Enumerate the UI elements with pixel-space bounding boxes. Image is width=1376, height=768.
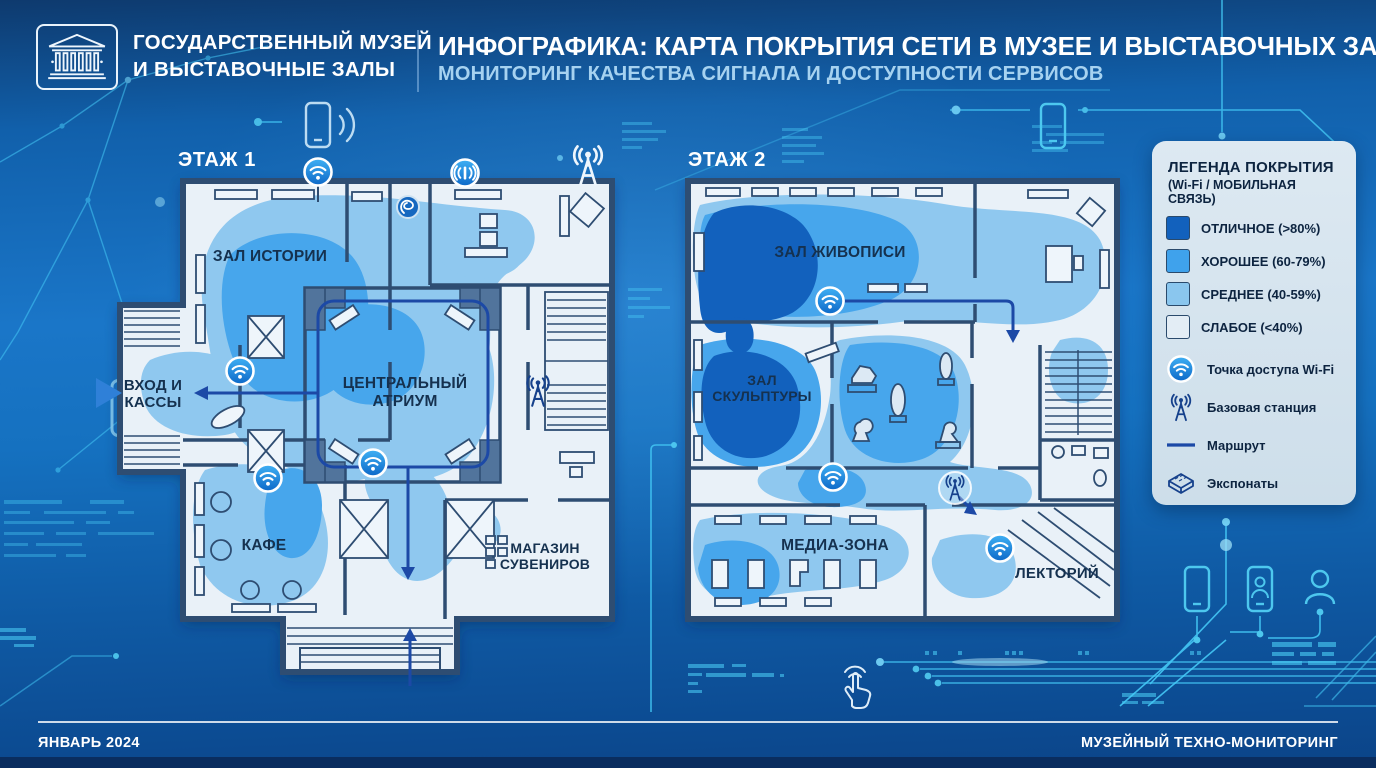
floor-2-walls [685, 178, 1120, 622]
room-label-cafe: КАФЕ [241, 537, 287, 554]
color-chip-excellent [1166, 216, 1190, 240]
page-title: ИНФОГРАФИКА: КАРТА ПОКРЫТИЯ СЕТИ В МУЗЕЕ… [438, 31, 1376, 61]
header-divider [417, 30, 419, 92]
legend-level-weak: СЛАБОЕ (<40%) [1166, 315, 1342, 339]
legend-level-label: СЛАБОЕ (<40%) [1201, 319, 1303, 335]
page-subtitle: МОНИТОРИНГ КАЧЕСТВА СИГНАЛА И ДОСТУПНОСТ… [438, 63, 1104, 85]
wifi-access-point-icon [815, 286, 845, 316]
footer-divider [38, 721, 1338, 723]
furniture-exhibits [693, 187, 1115, 607]
staircase [544, 291, 609, 431]
floor-1-plan [96, 145, 615, 686]
legend-level-excellent: ОТЛИЧНОЕ (>80%) [1166, 216, 1342, 240]
floor-1-coverage [140, 195, 535, 606]
org-name-line1: ГОСУДАРСТВЕННЫЙ МУЗЕЙ [133, 31, 432, 54]
smartphone-user-icon [1246, 565, 1274, 613]
wifi-access-point-icon [818, 462, 848, 492]
room-label-gift-shop: МАГАЗИН СУВЕНИРОВ [499, 540, 591, 573]
legend-title: ЛЕГЕНДА ПОКРЫТИЯ [1168, 159, 1334, 176]
base-station-icon [938, 471, 972, 505]
legend-level-good: ХОРОШЕЕ (60-79%) [1166, 249, 1342, 273]
coverage-legend: ЛЕГЕНДА ПОКРЫТИЯ (Wi-Fi / МОБИЛЬНАЯ СВЯЗ… [1152, 141, 1356, 505]
wifi-access-point-icon [358, 448, 388, 478]
tap-gesture-icon [844, 665, 872, 709]
entrance-arrow [96, 378, 122, 408]
staircase [1045, 350, 1112, 435]
user-icon [1304, 569, 1336, 606]
device-trio [1119, 518, 1336, 707]
floor-1-label: ЭТАЖ 1 [178, 149, 256, 171]
footer-date: ЯНВАРЬ 2024 [38, 735, 140, 751]
floor-1-walls [117, 178, 615, 675]
legend-symbol-label: Базовая станция [1207, 399, 1317, 415]
router-icon [450, 158, 480, 188]
legend-subtitle: (Wi-Fi / МОБИЛЬНАЯ СВЯЗЬ) [1168, 178, 1296, 206]
org-name: ГОСУДАРСТВЕННЫЙ МУЗЕЙ И ВЫСТАВОЧНЫЕ ЗАЛЫ [133, 29, 432, 83]
legend-symbol-route: Маршрут [1166, 431, 1342, 459]
color-chip-weak [1166, 315, 1190, 339]
room-label-history-hall: ЗАЛ ИСТОРИИ [212, 248, 328, 265]
legend-symbol-base-station: Базовая станция [1166, 393, 1342, 422]
color-chip-good [1166, 249, 1190, 273]
wifi-access-point-icon [303, 157, 333, 187]
room-label-media-zone: МЕДИА-ЗОНА [781, 537, 889, 554]
route-floor2 [845, 299, 1020, 515]
wifi-access-point-icon [253, 463, 283, 493]
legend-level-medium: СРЕДНЕЕ (40-59%) [1166, 282, 1342, 306]
room-label-atrium: ЦЕНТРАЛЬНЫЙ АТРИУМ [342, 375, 468, 410]
legend-symbol-wifi: Точка доступа Wi-Fi [1166, 355, 1342, 383]
furniture-exhibits [194, 189, 606, 613]
route-line-icon [1166, 431, 1196, 459]
room-label-sculpture-hall: ЗАЛ СКУЛЬПТУРЫ [712, 372, 812, 405]
circuit-traces-top [254, 0, 1346, 191]
circuit-traces-bottom [0, 442, 1376, 712]
route-floor1 [96, 299, 490, 686]
room-label-painting-hall: ЗАЛ ЖИВОПИСИ [774, 244, 906, 261]
legend-symbol-label: Экспонаты [1207, 475, 1279, 491]
floor-2-label: ЭТАЖ 2 [688, 149, 766, 171]
wifi-access-point-icon [225, 356, 255, 386]
bathroom-fixtures [1051, 445, 1109, 487]
data-readout-bars [622, 122, 1104, 318]
legend-symbol-label: Точка доступа Wi-Fi [1207, 361, 1335, 377]
footer-source: МУЗЕЙНЫЙ ТЕХНО-МОНИТОРИНГ [1081, 735, 1338, 751]
legend-level-label: ОТЛИЧНОЕ (>80%) [1201, 220, 1321, 236]
bottom-strip [0, 757, 1376, 768]
signal-waves-icon [338, 107, 356, 143]
legend-symbol-label: Маршрут [1207, 437, 1266, 453]
data-readout-bars [4, 500, 154, 557]
room-label-entrance: ВХОД И КАССЫ [123, 377, 183, 412]
org-name-line2: И ВЫСТАВОЧНЫЕ ЗАЛЫ [133, 58, 396, 81]
portico-stairs [287, 627, 453, 673]
color-chip-medium [1166, 282, 1190, 306]
room-label-lecture-hall: ЛЕКТОРИЙ [1015, 565, 1099, 582]
legend-symbol-exhibits: Экспонаты [1166, 469, 1342, 497]
exhibits-box-icon [1166, 469, 1196, 497]
base-station-icon [1166, 393, 1196, 422]
smartphone-icon [304, 101, 356, 149]
wifi-access-point-icon [1166, 355, 1196, 383]
entrance-stairs [124, 310, 180, 465]
swirl-icon [396, 195, 420, 219]
legend-level-label: ХОРОШЕЕ (60-79%) [1201, 253, 1326, 269]
floor-2-plan [685, 178, 1120, 622]
museum-building-icon [36, 24, 118, 90]
wifi-access-point-icon [985, 533, 1015, 563]
legend-level-label: СРЕДНЕЕ (40-59%) [1201, 286, 1321, 302]
